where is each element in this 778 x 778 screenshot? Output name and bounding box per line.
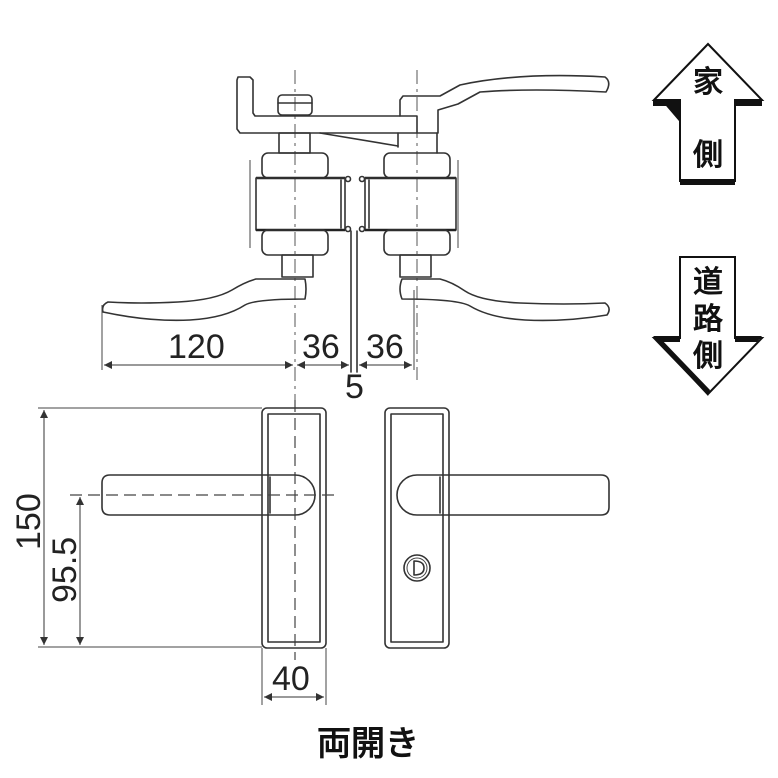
road-side-char-1: 道 (693, 265, 723, 300)
top-view: 120 36 36 5 (101, 70, 610, 406)
lever-handle-left (101, 474, 316, 516)
lower-lever-right (399, 278, 610, 322)
road-side-char-3: 側 (692, 339, 723, 374)
dim-lever-length: 120 (168, 328, 225, 366)
upper-lever-left (236, 76, 418, 134)
door-body-left (255, 177, 346, 231)
backplate-right (384, 407, 450, 649)
dim-lever-center: 95.5 (46, 537, 84, 603)
dim-plate-width: 40 (272, 660, 310, 698)
dim-door-gap: 5 (345, 368, 364, 406)
upper-lever-right (399, 74, 610, 134)
dim-rose-door-left: 36 (302, 328, 340, 366)
house-side-arrow-icon: 家 側 (651, 42, 765, 185)
lever-handle-right (396, 474, 610, 516)
backplate-left (261, 407, 327, 649)
front-view-right (384, 407, 610, 649)
dim-plate-height: 150 (10, 493, 48, 550)
road-side-arrow-icon: 道 路 側 (651, 256, 765, 396)
road-side-char-2: 路 (693, 302, 724, 337)
house-side-char-1: 家 (693, 65, 723, 100)
spindle-cap (277, 94, 313, 116)
front-view-left: 150 95.5 40 (10, 400, 340, 705)
drawing-title: 両開き (317, 724, 419, 764)
lower-lever-left (101, 278, 307, 322)
house-side-char-2: 側 (692, 138, 723, 173)
key-cylinder-icon (403, 554, 431, 582)
dim-rose-door-right: 36 (366, 328, 404, 366)
door-body-right (364, 177, 457, 231)
